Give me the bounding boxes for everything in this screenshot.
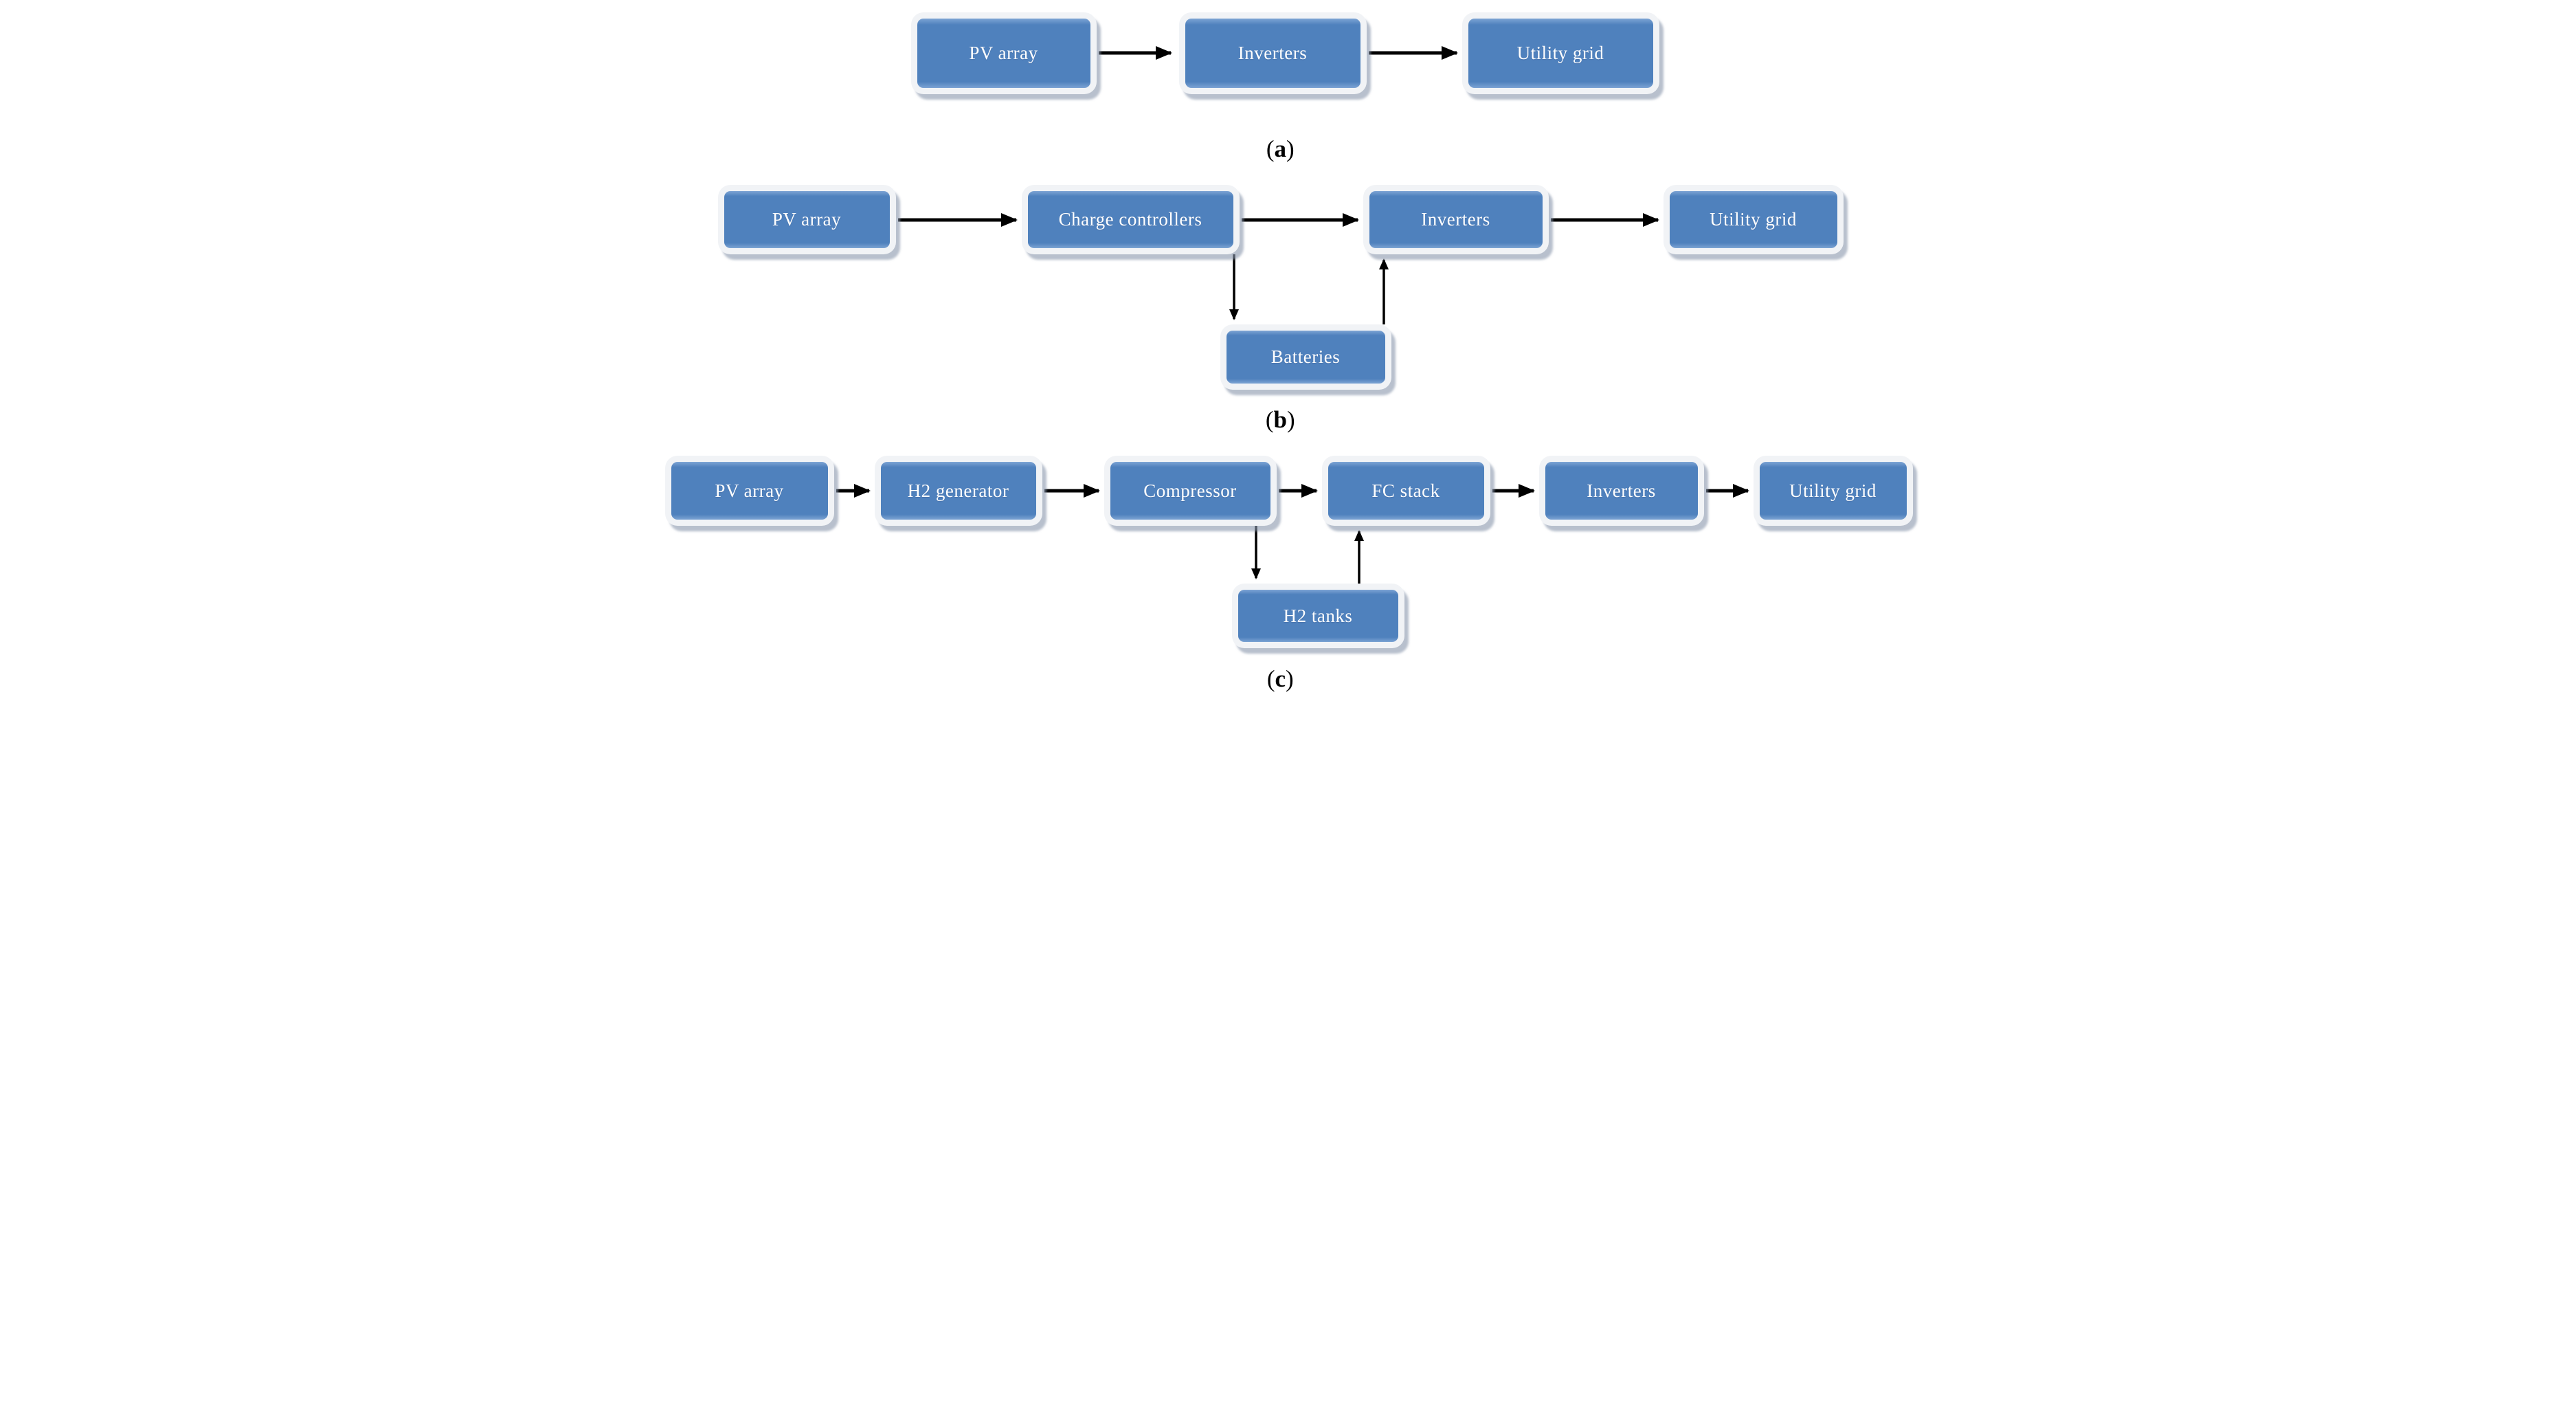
node-face: Utility grid xyxy=(1468,19,1653,88)
node-label: Batteries xyxy=(1270,346,1341,367)
node-b-charge-controllers: Charge controllers xyxy=(1021,185,1240,254)
node-label: PV array xyxy=(772,209,842,230)
caption-paren-open: ( xyxy=(1266,135,1275,162)
node-c-h2-tanks: H2 tanks xyxy=(1231,584,1404,648)
caption-paren-open: ( xyxy=(1265,406,1274,433)
node-label: H2 generator xyxy=(907,480,1009,501)
node-label: PV array xyxy=(715,480,784,501)
node-label: Utility grid xyxy=(1710,209,1797,230)
caption-paren-close: ) xyxy=(1286,135,1295,162)
node-face: FC stack xyxy=(1328,462,1484,520)
caption-b: (b) xyxy=(1266,406,1295,434)
node-label: Inverters xyxy=(1587,480,1656,501)
figure-canvas: PV array Inverters Utility grid (a) PV a… xyxy=(644,0,1932,709)
node-face: PV array xyxy=(917,19,1090,88)
node-c-h2-generator: H2 generator xyxy=(874,456,1042,526)
caption-paren-open: ( xyxy=(1266,665,1275,692)
node-c-inverters: Inverters xyxy=(1538,456,1704,526)
node-c-pv-array: PV array xyxy=(664,456,834,526)
node-b-utility-grid: Utility grid xyxy=(1663,185,1844,254)
node-label: Utility grid xyxy=(1516,43,1604,63)
node-a-inverters: Inverters xyxy=(1178,12,1367,94)
caption-letter: c xyxy=(1275,665,1286,692)
node-face: H2 generator xyxy=(880,462,1036,520)
node-label: Charge controllers xyxy=(1058,209,1202,230)
node-face: Utility grid xyxy=(1669,191,1837,248)
node-c-compressor: Compressor xyxy=(1104,456,1277,526)
node-face: Batteries xyxy=(1226,331,1385,384)
caption-a: (a) xyxy=(1266,135,1295,163)
node-label: Inverters xyxy=(1421,209,1490,230)
node-b-inverters: Inverters xyxy=(1363,185,1549,254)
node-face: Inverters xyxy=(1545,462,1698,520)
caption-paren-close: ) xyxy=(1286,406,1295,433)
node-face: PV array xyxy=(671,462,828,520)
caption-c: (c) xyxy=(1267,665,1294,693)
node-label: PV array xyxy=(969,43,1038,63)
node-face: Inverters xyxy=(1185,19,1360,88)
node-face: PV array xyxy=(724,191,890,248)
node-b-pv-array: PV array xyxy=(717,185,896,254)
node-label: Inverters xyxy=(1237,43,1308,63)
node-c-utility-grid: Utility grid xyxy=(1753,456,1913,526)
caption-letter: a xyxy=(1274,135,1287,162)
caption-letter: b xyxy=(1273,406,1287,433)
node-label: Utility grid xyxy=(1789,480,1877,501)
node-face: Compressor xyxy=(1110,462,1270,520)
node-face: Charge controllers xyxy=(1027,191,1233,248)
node-label: Compressor xyxy=(1143,480,1237,501)
node-b-batteries: Batteries xyxy=(1220,324,1391,390)
node-a-utility-grid: Utility grid xyxy=(1461,12,1659,94)
node-a-pv-array: PV array xyxy=(910,12,1097,94)
caption-paren-close: ) xyxy=(1286,665,1294,692)
node-face: H2 tanks xyxy=(1237,590,1398,642)
node-c-fc-stack: FC stack xyxy=(1321,456,1490,526)
node-label: H2 tanks xyxy=(1283,605,1353,626)
node-face: Inverters xyxy=(1369,191,1543,248)
node-face: Utility grid xyxy=(1759,462,1907,520)
node-label: FC stack xyxy=(1371,480,1440,501)
